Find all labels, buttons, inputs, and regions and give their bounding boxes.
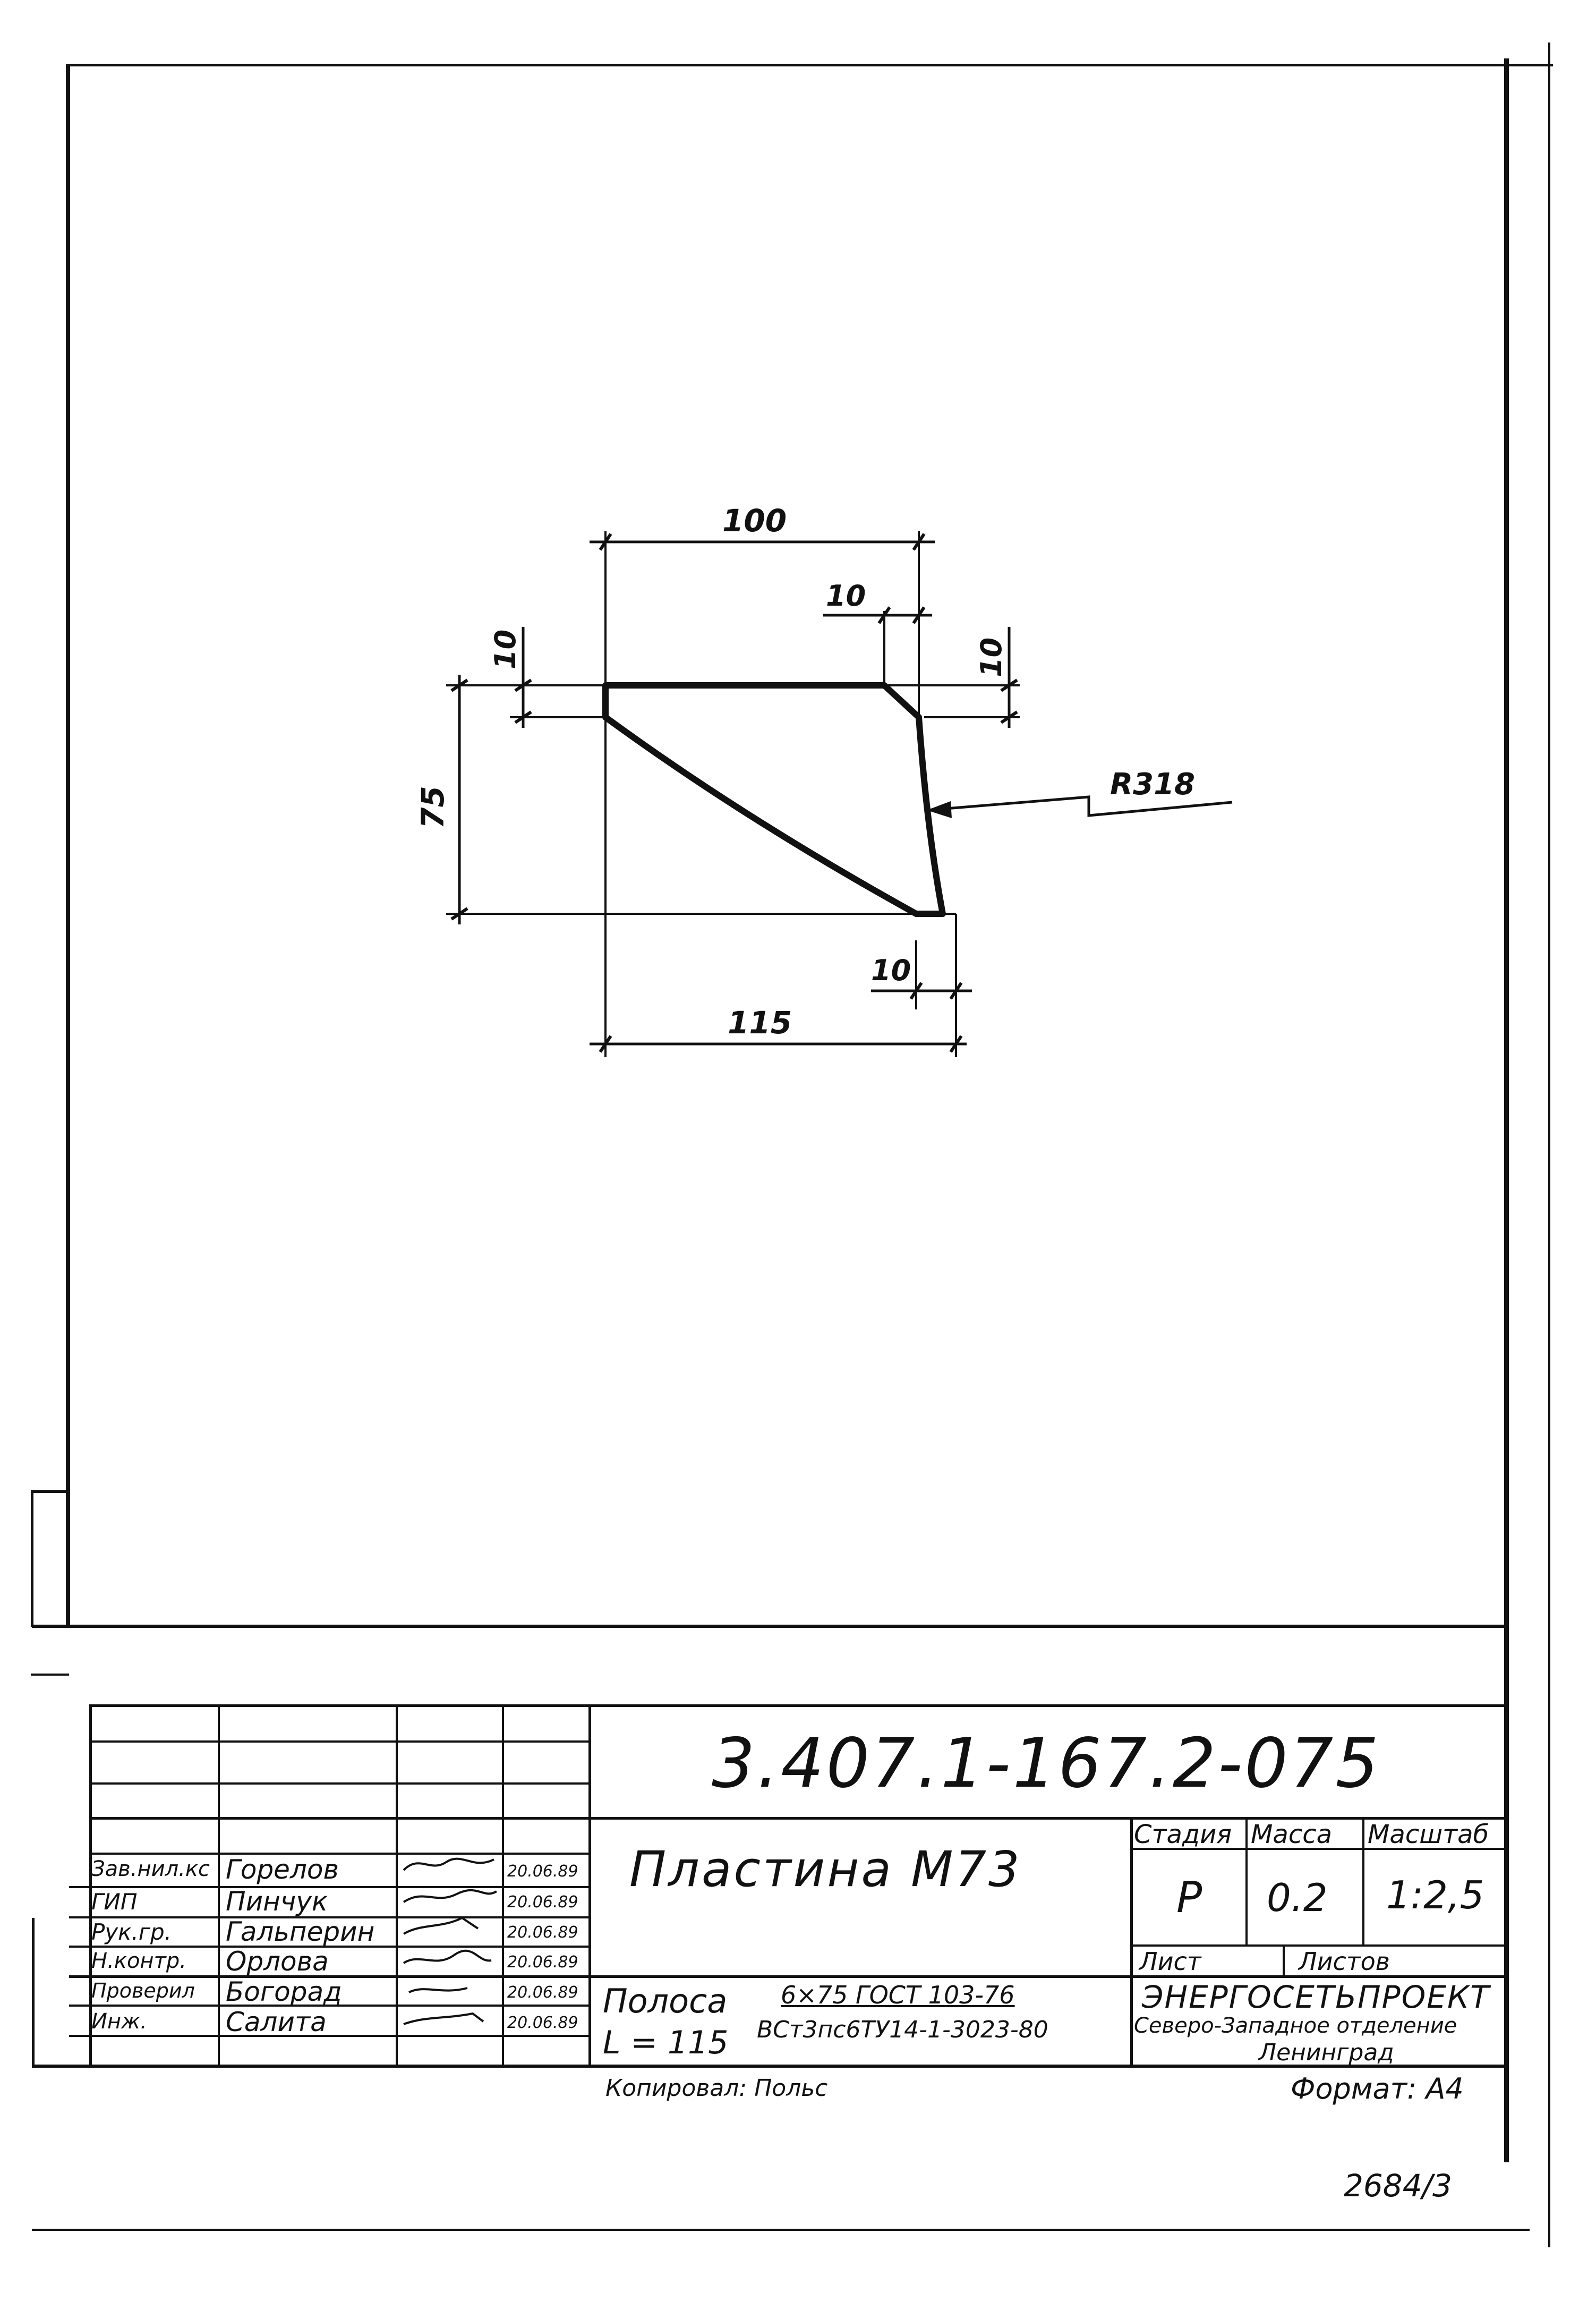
sig-date-2: 20.06.89 [507,1893,578,1912]
frame-left-line [66,64,70,1626]
archive-number: 2684/3 [1344,2168,1453,2204]
sig-date-6: 20.06.89 [507,2014,578,2032]
stub-top-line [31,1490,69,1493]
mass-value: 0.2 [1267,1875,1328,1920]
sig-name-6: Салита [226,2007,327,2037]
material-type: Полоса [603,1982,728,2020]
frame-right-line [1504,58,1509,2162]
stage-value: Р [1176,1873,1202,1922]
sig-role-3: Рук.гр. [91,1919,172,1945]
page-bottom-rule [32,2229,1530,2231]
dim-top-chamfer: 10 [826,579,866,613]
sig-date-5: 20.06.89 [507,1983,578,2002]
sig-name-2: Пинчук [226,1886,328,1917]
part-outline [602,682,946,917]
stage-label: Стадия [1134,1820,1232,1849]
org-city: Ленинград [1259,2039,1394,2066]
sig-name-1: Горелов [226,1854,339,1885]
sig-name-4: Орлова [226,1946,329,1977]
sig-role-2: ГИП [91,1889,138,1915]
dim-height: 75 [415,786,451,829]
sig-role-6: Инж. [91,2009,147,2034]
org-name: ЭНЕРГОСЕТЬПРОЕКТ [1142,1979,1490,2015]
dim-bottom-chamfer: 10 [871,954,911,987]
format-label: Формат: А4 [1291,2072,1464,2105]
sig-date-3: 20.06.89 [507,1923,578,1942]
part-name: Пластина М73 [629,1841,1022,1898]
org-branch: Северо-Западное отделение [1134,2014,1457,2038]
document-code: 3.407.1-167.2-075 [712,1724,1381,1803]
frame-right-outer-line [1548,43,1550,2247]
dim-right-chamfer: 10 [975,638,1008,677]
sheet-label: Лист [1139,1947,1201,1976]
material-spec-1: 6×75 ГОСТ 103-76 [781,1981,1015,2009]
radius-arrowhead [927,801,952,818]
scale-label: Масштаб [1368,1820,1489,1849]
sig-role-1: Зав.нил.кс [91,1857,210,1881]
frame-top-line [66,64,1553,66]
stub-left-line [31,1490,33,1627]
sheets-label: Листов [1299,1947,1390,1976]
frame-bottom-line [32,1625,1508,1628]
material-length: L = 115 [603,2024,729,2061]
dim-top-width: 100 [722,503,787,539]
stub-mid-line [31,1674,69,1676]
sig-role-5: Проверил [91,1979,195,2002]
sig-name-5: Богорад [226,1976,342,2007]
mass-label: Масса [1251,1820,1333,1849]
sig-role-4: Н.контр. [91,1949,186,1973]
material-spec-2: ВСт3пс6ТУ14-1-3023-80 [757,2016,1048,2043]
signature-scribbles [403,1857,498,2025]
scale-value: 1:2,5 [1386,1873,1484,1917]
dim-left-chamfer: 10 [489,630,522,669]
copied-by: Копировал: Польс [605,2075,828,2102]
sig-date-4: 20.06.89 [507,1953,578,1972]
sig-name-3: Гальперин [226,1916,375,1947]
dim-radius: R318 [1110,767,1195,802]
sig-date-1: 20.06.89 [507,1862,578,1881]
dim-bottom-width: 115 [728,1005,792,1041]
